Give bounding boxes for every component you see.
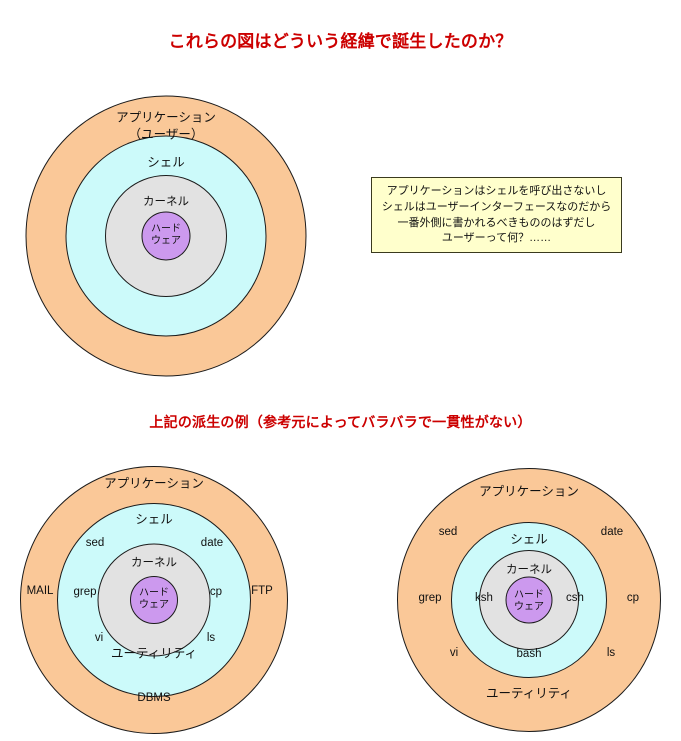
ring-hardware <box>505 576 553 624</box>
diagram-main-layers: アプリケーション （ユーザー） シェル カーネル ハード ウェア <box>25 95 306 376</box>
note-line-1: アプリケーションはシェルを呼び出さないし <box>386 185 607 198</box>
note-line-3: 一番外側に書かれるべきもののはずだし <box>397 216 596 229</box>
ring-hardware <box>141 211 190 260</box>
section-subtitle: 上記の派生の例（参考元によってバラバラで一貫性がない） <box>149 414 532 430</box>
diagram-variant-left: アプリケーション シェル カーネル ハード ウェア ユーティリティ MAIL F… <box>20 466 288 734</box>
note-line-2: シェルはユーザーインターフェースなのだから <box>381 200 612 213</box>
annotation-note-box: アプリケーションはシェルを呼び出さないし シェルはユーザーインターフェースなのだ… <box>371 177 622 253</box>
diagram-variant-right: アプリケーション シェル カーネル ハード ウェア ユーティリティ sed da… <box>397 468 661 732</box>
page-title: これらの図はどういう経緯で誕生したのか？ <box>168 32 513 51</box>
ring-hardware <box>130 576 178 624</box>
note-line-4: ユーザーって何？…… <box>441 232 552 245</box>
